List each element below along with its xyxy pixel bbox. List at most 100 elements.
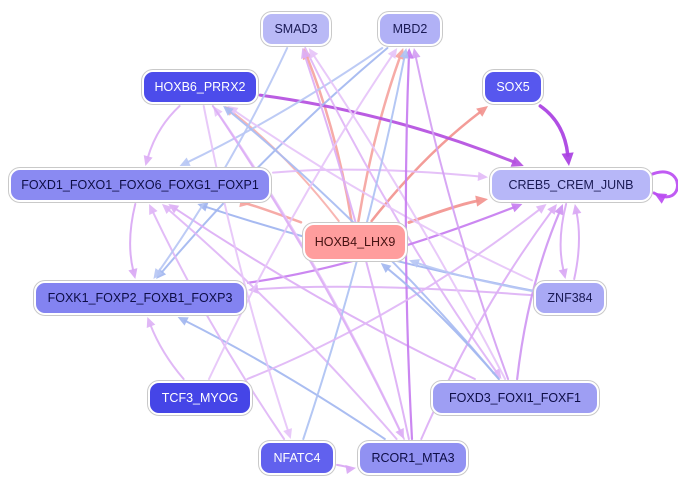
edge-tcf3_myog-foxk1 xyxy=(146,317,185,380)
edge-line[interactable] xyxy=(573,210,580,280)
edge-line[interactable] xyxy=(146,105,181,160)
node-smad3[interactable]: SMAD3 xyxy=(261,12,331,46)
edge-rcor1-foxd1 xyxy=(161,204,398,440)
arrowhead xyxy=(380,263,392,273)
arrowhead xyxy=(143,155,153,166)
edge-foxd3-hoxb4 xyxy=(380,263,500,380)
arrowhead xyxy=(409,259,420,268)
arrowhead xyxy=(547,204,557,215)
node-label: FOXD1_FOXO1_FOXO6_FOXG1_FOXP1 xyxy=(21,178,259,192)
arrowhead xyxy=(283,428,292,439)
edge-line[interactable] xyxy=(272,168,482,178)
edge-line[interactable] xyxy=(258,93,517,164)
node-label: FOXD3_FOXI1_FOXF1 xyxy=(449,391,581,405)
node-foxk1[interactable]: FOXK1_FOXP2_FOXB1_FOXP3 xyxy=(34,281,246,315)
edge-znf384-creb5 xyxy=(572,204,582,280)
edge-line[interactable] xyxy=(157,47,289,274)
edge-line[interactable] xyxy=(357,55,402,223)
node-creb5[interactable]: CREB5_CREM_JUNB xyxy=(490,168,652,202)
edge-line[interactable] xyxy=(407,199,480,224)
edge-line[interactable] xyxy=(415,261,533,292)
edge-line[interactable] xyxy=(312,53,507,380)
edge-line[interactable] xyxy=(559,203,568,273)
edge-line[interactable] xyxy=(385,267,500,380)
edge-line[interactable] xyxy=(173,207,476,380)
edge-nfatc4-rcor1 xyxy=(336,463,356,475)
node-znf384[interactable]: ZNF384 xyxy=(534,281,606,315)
node-label: SOX5 xyxy=(496,80,530,94)
edge-hoxb6_prrx2-rcor1 xyxy=(211,105,404,439)
arrowhead xyxy=(510,156,524,167)
edge-line[interactable] xyxy=(207,53,394,380)
edge-foxd3-foxd1 xyxy=(168,204,476,380)
edge-line[interactable] xyxy=(183,319,386,440)
edge-line[interactable] xyxy=(160,47,389,274)
edge-line[interactable] xyxy=(370,110,483,223)
node-sox5[interactable]: SOX5 xyxy=(483,70,543,104)
edge-line[interactable] xyxy=(202,105,290,433)
edge-hoxb6_prrx2-nfatc4 xyxy=(202,105,292,439)
arrowhead xyxy=(477,171,488,181)
edge-line[interactable] xyxy=(516,210,561,381)
arrowhead xyxy=(177,317,189,326)
arrowhead xyxy=(223,106,234,116)
node-foxd3[interactable]: FOXD3_FOXI1_FOXF1 xyxy=(431,381,599,415)
arrowhead xyxy=(153,268,163,279)
edge-line[interactable] xyxy=(538,104,570,157)
arrowhead xyxy=(572,204,582,215)
edge-hoxb4-creb5 xyxy=(407,195,488,224)
edge-sox5-creb5 xyxy=(538,104,574,166)
arrowhead xyxy=(491,368,502,379)
arrowhead xyxy=(395,427,404,439)
edge-smad3-foxd3 xyxy=(304,47,502,379)
arrowhead xyxy=(558,268,568,279)
node-label: MBD2 xyxy=(392,22,428,36)
edge-mbd2-foxd1 xyxy=(179,47,384,166)
node-foxd1[interactable]: FOXD1_FOXO1_FOXO6_FOXG1_FOXP1 xyxy=(9,168,271,202)
edge-line[interactable] xyxy=(304,47,498,374)
edge-line[interactable] xyxy=(246,207,542,380)
node-label: SMAD3 xyxy=(274,22,318,36)
edge-hoxb6_prrx2-creb5 xyxy=(258,93,524,167)
arrowhead xyxy=(161,204,173,215)
edge-line[interactable] xyxy=(233,109,533,282)
arrowhead xyxy=(149,204,158,216)
edge-foxd3-smad3 xyxy=(308,48,507,380)
edge-rcor1-foxk1 xyxy=(177,317,386,440)
edge-line[interactable] xyxy=(211,105,402,433)
arrowhead xyxy=(146,317,156,328)
node-nfatc4[interactable]: NFATC4 xyxy=(259,441,335,475)
arrowhead xyxy=(510,203,523,213)
edge-line[interactable] xyxy=(414,54,510,380)
arrowhead xyxy=(345,464,356,475)
arrowhead xyxy=(561,152,574,166)
arrowhead xyxy=(197,202,209,212)
edge-line[interactable] xyxy=(129,203,137,273)
arrowhead xyxy=(128,268,138,279)
node-label: RCOR1_MTA3 xyxy=(371,451,455,465)
node-hoxb4[interactable]: HOXB4_LHX9 xyxy=(303,223,407,261)
edge-foxd1-creb5 xyxy=(272,168,488,181)
edge-line[interactable] xyxy=(305,55,353,223)
edge-creb5-creb5 xyxy=(648,170,678,204)
arrowhead xyxy=(554,204,564,216)
edge-tcf3_myog-mbd2 xyxy=(207,48,398,380)
edge-line[interactable] xyxy=(167,208,398,440)
node-tcf3_myog[interactable]: TCF3_MYOG xyxy=(148,381,252,415)
node-mbd2[interactable]: MBD2 xyxy=(378,12,442,46)
edge-line[interactable] xyxy=(149,323,185,380)
edge-foxd1-foxk1 xyxy=(128,203,138,279)
arrowhead xyxy=(168,204,180,214)
edge-znf384-foxk1 xyxy=(248,284,533,297)
node-label: NFATC4 xyxy=(273,451,321,465)
node-rcor1[interactable]: RCOR1_MTA3 xyxy=(358,441,468,475)
edge-line[interactable] xyxy=(254,285,533,297)
edge-line[interactable] xyxy=(185,47,384,164)
edge-hoxb4-sox5 xyxy=(370,106,489,223)
edge-line[interactable] xyxy=(151,210,286,440)
edge-smad3-foxk1 xyxy=(153,47,289,279)
arrowhead xyxy=(399,48,409,59)
node-hoxb6_prrx2[interactable]: HOXB6_PRRX2 xyxy=(142,70,258,104)
